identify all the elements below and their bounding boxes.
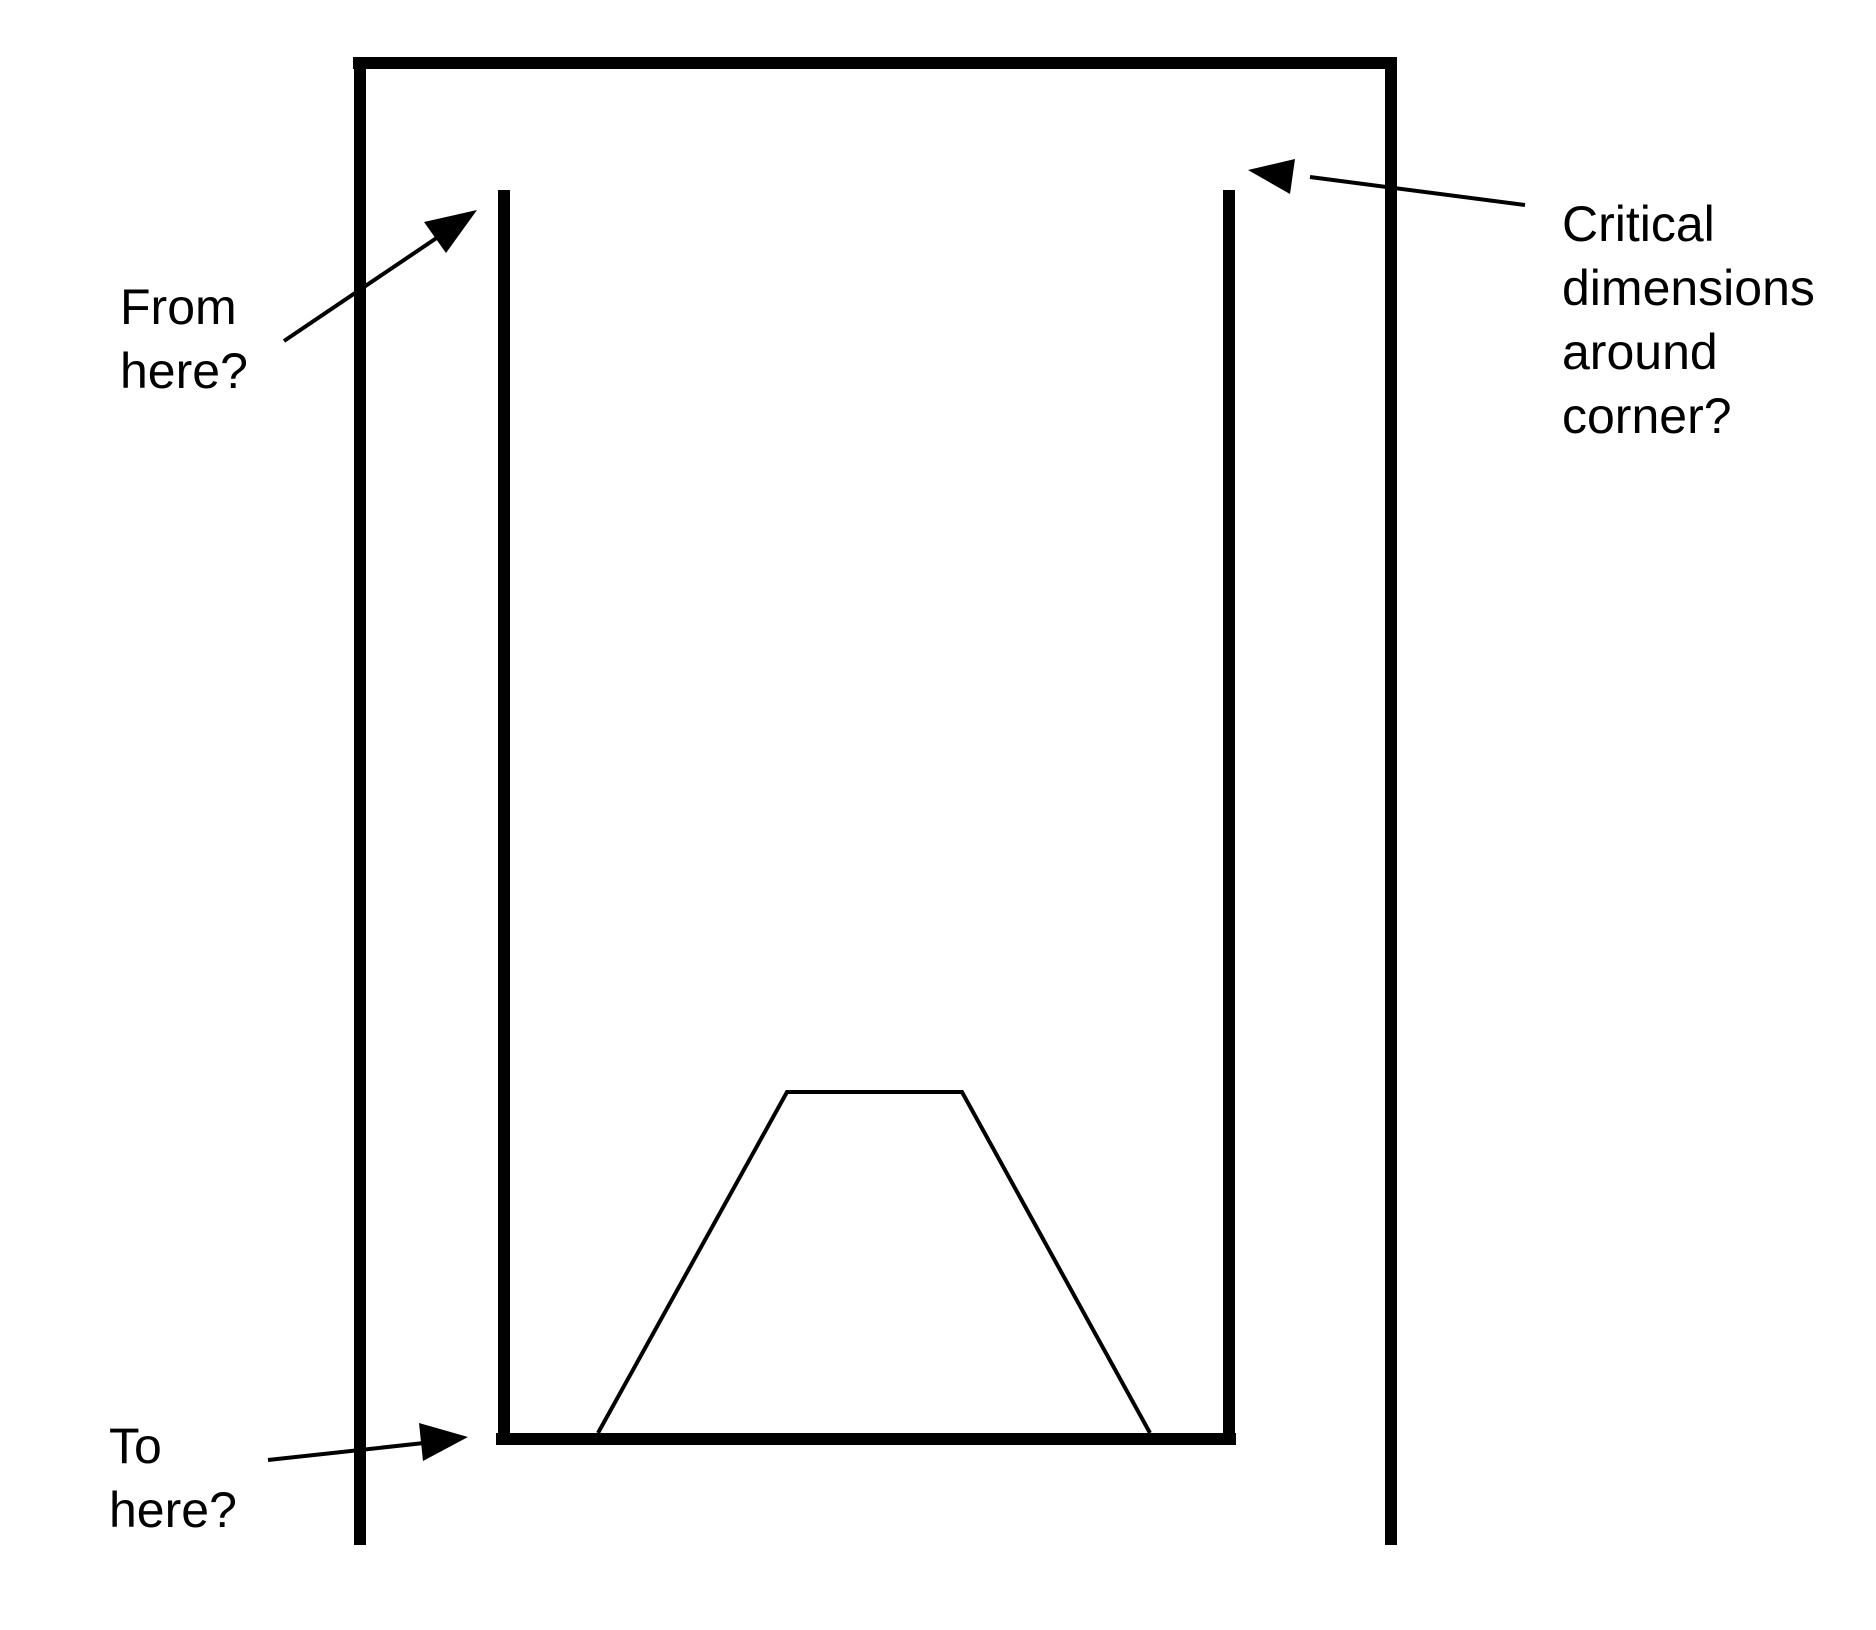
label-critical-line-3: around xyxy=(1562,324,1718,380)
arrow-from-head xyxy=(424,210,477,253)
label-to-line-2: here? xyxy=(109,1482,237,1538)
arrow-to xyxy=(267,1423,468,1462)
arrow-critical xyxy=(1248,159,1526,207)
label-to-line-1: To xyxy=(109,1418,162,1474)
arrow-critical-head xyxy=(1248,159,1295,194)
label-from-line-1: From xyxy=(120,279,237,335)
label-from-here: From here? xyxy=(120,275,248,403)
outer-frame xyxy=(353,57,1397,1545)
arrow-to-shaft xyxy=(267,1441,425,1462)
label-from-line-2: here? xyxy=(120,343,248,399)
label-critical-dimensions: Critical dimensions around corner? xyxy=(1562,192,1815,448)
label-to-here: To here? xyxy=(109,1414,237,1542)
arrow-critical-shaft xyxy=(1309,175,1526,207)
inner-channel xyxy=(496,190,1236,1445)
label-critical-line-4: corner? xyxy=(1562,388,1732,444)
trapezoid-shape xyxy=(596,1090,1152,1434)
label-critical-line-2: dimensions xyxy=(1562,260,1815,316)
arrow-to-head xyxy=(419,1423,468,1461)
arrow-from xyxy=(282,210,477,343)
arrow-from-shaft xyxy=(282,233,443,343)
label-critical-line-1: Critical xyxy=(1562,196,1715,252)
